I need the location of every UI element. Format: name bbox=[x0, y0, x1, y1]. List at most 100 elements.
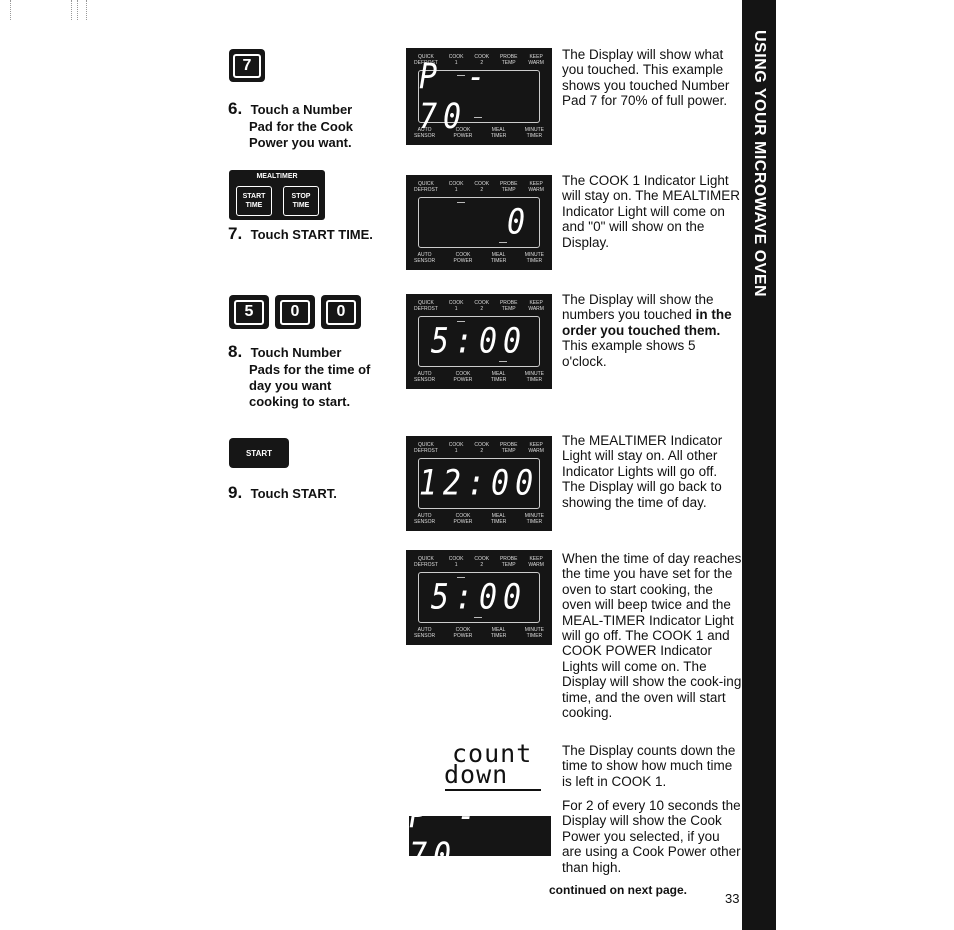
panel-label: PROBE TEMP bbox=[499, 300, 518, 312]
step-line: Touch START. bbox=[250, 486, 337, 501]
display-readout: 5:00 bbox=[430, 577, 528, 618]
step-8-instruction: 8. Touch Number Pads for the time of day… bbox=[228, 342, 370, 410]
panel-label: QUICK DEFROST bbox=[414, 181, 438, 193]
display-screen: 5:00 bbox=[418, 572, 540, 623]
start-key: START bbox=[229, 438, 289, 468]
step-number: 9. bbox=[228, 483, 243, 502]
step-6-instruction: 6. Touch a Number Pad for the Cook Power… bbox=[228, 99, 353, 151]
step-9-instruction: 9. Touch START. bbox=[228, 483, 337, 503]
step-line: Power you want. bbox=[249, 135, 352, 150]
panel-label: COOK POWER bbox=[453, 513, 473, 525]
indicator-mark bbox=[457, 321, 465, 322]
button-line: STOP bbox=[291, 193, 311, 200]
description-text: The Display will show the numbers you to… bbox=[562, 292, 714, 323]
description-paragraph: When the time of day reaches the time yo… bbox=[562, 551, 742, 721]
control-panel-display: QUICK DEFROST COOK 1 COOK 2 PROBE TEMP K… bbox=[406, 550, 552, 645]
panel-label: MEAL TIMER bbox=[490, 127, 507, 139]
page-number: 33 bbox=[725, 891, 740, 906]
panel-bottom-labels: AUTO SENSOR COOK POWER MEAL TIMER MINUTE… bbox=[414, 513, 544, 525]
panel-label: COOK 2 bbox=[474, 300, 490, 312]
section-side-tab: USING YOUR MICROWAVE OVEN bbox=[742, 0, 776, 930]
panel-label: MEAL TIMER bbox=[490, 371, 507, 383]
panel-label: COOK POWER bbox=[453, 127, 473, 139]
display-readout: 5:00 bbox=[430, 321, 528, 362]
description-paragraph: The Display will show the numbers you to… bbox=[562, 292, 742, 369]
button-line: TIME bbox=[292, 202, 310, 209]
display-screen: 0 bbox=[418, 197, 540, 248]
step-line: Touch Number bbox=[250, 345, 342, 360]
panel-top-labels: QUICK DEFROST COOK 1 COOK 2 PROBE TEMP K… bbox=[414, 556, 544, 568]
step-line: Touch START TIME. bbox=[250, 227, 373, 242]
panel-label: MEAL TIMER bbox=[490, 513, 507, 525]
panel-label: KEEP WARM bbox=[528, 54, 544, 66]
description-paragraph: The Display counts down the time to show… bbox=[562, 743, 736, 789]
key-label: 0 bbox=[280, 299, 310, 325]
indicator-mark bbox=[457, 577, 465, 578]
panel-label: KEEP WARM bbox=[528, 442, 544, 454]
display-readout: P - 70 bbox=[409, 795, 482, 877]
panel-label: MINUTE TIMER bbox=[524, 627, 544, 639]
panel-label: AUTO SENSOR bbox=[414, 252, 436, 264]
number-pad-key-5: 5 bbox=[229, 295, 269, 329]
panel-label: COOK 1 bbox=[448, 181, 464, 193]
control-panel-display: QUICK DEFROST COOK 1 COOK 2 PROBE TEMP K… bbox=[406, 175, 552, 270]
panel-label: MEAL TIMER bbox=[490, 627, 507, 639]
control-panel-display: QUICK DEFROST COOK 1 COOK 2 PROBE TEMP K… bbox=[406, 48, 552, 145]
display-screen: 5:00 bbox=[418, 316, 540, 367]
panel-top-labels: QUICK DEFROST COOK 1 COOK 2 PROBE TEMP K… bbox=[414, 181, 544, 193]
panel-label: COOK 1 bbox=[448, 556, 464, 568]
panel-label: QUICK DEFROST bbox=[414, 442, 438, 454]
indicator-mark bbox=[457, 75, 465, 76]
panel-label: MEAL TIMER bbox=[490, 252, 507, 264]
panel-bottom-labels: AUTO SENSOR COOK POWER MEAL TIMER MINUTE… bbox=[414, 371, 544, 383]
countdown-underline bbox=[445, 789, 541, 791]
number-pad-key-0: 0 bbox=[321, 295, 361, 329]
margin-artifact bbox=[10, 0, 12, 20]
step-number: 6. bbox=[228, 99, 243, 118]
step-7-instruction: 7. Touch START TIME. bbox=[228, 224, 373, 244]
margin-artifact bbox=[71, 0, 73, 20]
countdown-line: down bbox=[444, 760, 509, 789]
panel-label: KEEP WARM bbox=[528, 300, 544, 312]
panel-label: AUTO SENSOR bbox=[414, 627, 436, 639]
indicator-mark bbox=[499, 361, 507, 362]
panel-top-labels: QUICK DEFROST COOK 1 COOK 2 PROBE TEMP K… bbox=[414, 300, 544, 312]
button-line: START bbox=[242, 193, 266, 200]
panel-label: COOK POWER bbox=[453, 371, 473, 383]
step-number: 8. bbox=[228, 342, 243, 361]
panel-label: QUICK DEFROST bbox=[414, 54, 438, 66]
description-text: This example shows 5 o'clock. bbox=[562, 338, 696, 369]
panel-bottom-labels: AUTO SENSOR COOK POWER MEAL TIMER MINUTE… bbox=[414, 252, 544, 264]
panel-label: QUICK DEFROST bbox=[414, 300, 438, 312]
panel-label: AUTO SENSOR bbox=[414, 513, 436, 525]
indicator-mark bbox=[474, 117, 482, 118]
stop-time-button: STOP TIME bbox=[283, 186, 319, 216]
continued-note: continued on next page. bbox=[549, 883, 688, 897]
key-label: 0 bbox=[326, 299, 356, 325]
panel-label: PROBE TEMP bbox=[499, 181, 518, 193]
description-paragraph: For 2 of every 10 seconds the Display wi… bbox=[562, 798, 741, 875]
panel-label: COOK 1 bbox=[448, 300, 464, 312]
mealtimer-label: MEALTIMER bbox=[256, 173, 298, 180]
panel-label: AUTO SENSOR bbox=[414, 371, 436, 383]
panel-label: COOK 2 bbox=[474, 54, 490, 66]
step-line: day you want bbox=[249, 378, 332, 393]
panel-label: COOK POWER bbox=[453, 627, 473, 639]
step-line: Pads for the time of bbox=[249, 362, 371, 377]
panel-top-labels: QUICK DEFROST COOK 1 COOK 2 PROBE TEMP K… bbox=[414, 54, 544, 66]
control-panel-display: QUICK DEFROST COOK 1 COOK 2 PROBE TEMP K… bbox=[406, 436, 552, 531]
description-emphasis: in the order you touched them. bbox=[562, 307, 732, 338]
step-number: 7. bbox=[228, 224, 243, 243]
number-pad-key-0: 0 bbox=[275, 295, 315, 329]
key-label: 5 bbox=[234, 299, 264, 325]
panel-label: MINUTE TIMER bbox=[524, 127, 544, 139]
description-paragraph: The COOK 1 Indicator Light will stay on.… bbox=[562, 173, 741, 250]
control-panel-display: QUICK DEFROST COOK 1 COOK 2 PROBE TEMP K… bbox=[406, 294, 552, 389]
key-label: 7 bbox=[233, 53, 261, 78]
countdown-illustration: count down bbox=[444, 741, 532, 789]
panel-label: COOK 1 bbox=[448, 54, 464, 66]
key-label: START bbox=[245, 448, 273, 458]
panel-label: COOK 2 bbox=[474, 181, 490, 193]
panel-label: KEEP WARM bbox=[528, 181, 544, 193]
